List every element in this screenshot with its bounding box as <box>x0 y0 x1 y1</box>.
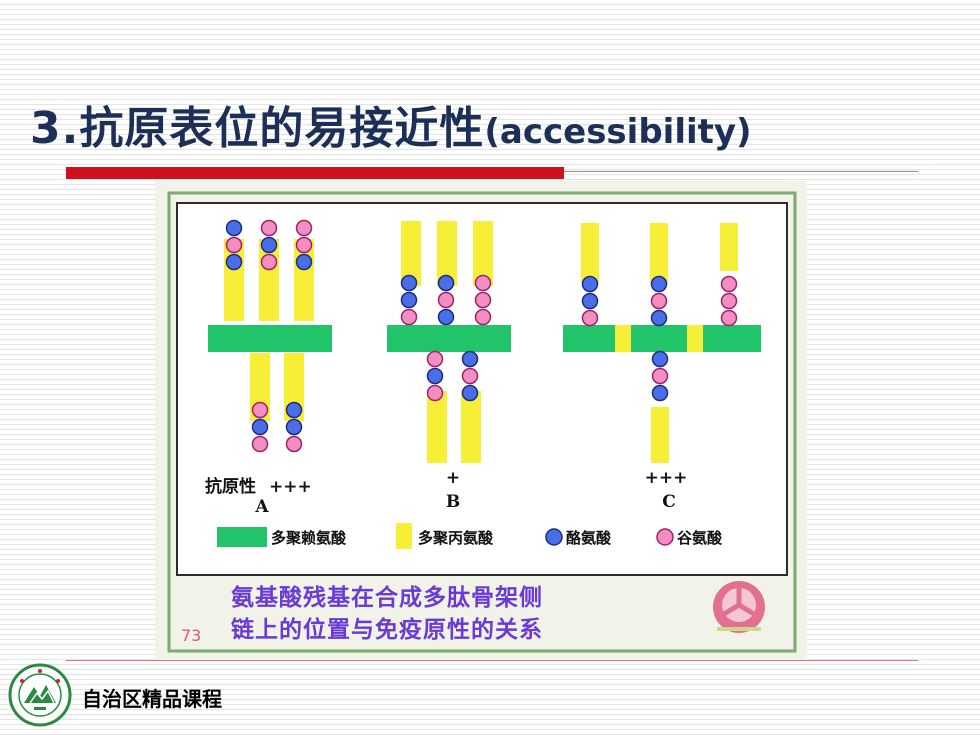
alanine-chain <box>437 221 457 286</box>
title-sub: (accessibility) <box>484 112 752 152</box>
letter-a: A <box>254 497 269 517</box>
caption-line-2: 链上的位置与免疫原性的关系 <box>231 616 543 643</box>
glutamate-residue <box>720 275 738 293</box>
slide-title: 3.抗原表位的易接近性(accessibility) <box>30 92 960 162</box>
panel-a <box>208 219 332 453</box>
publisher-emblem-icon <box>713 581 765 633</box>
glutamate-residue <box>437 291 455 309</box>
glutamate-residue <box>426 350 444 368</box>
alanine-chain <box>650 223 668 283</box>
glutamate-residue <box>720 292 738 310</box>
university-logo-icon <box>8 663 72 727</box>
glutamate-residue <box>474 308 492 326</box>
alanine-chain <box>473 221 493 286</box>
footer-course-label: 自治区精品课程 <box>82 687 222 711</box>
title-underline-bar <box>66 167 564 179</box>
glutamate-residue <box>474 274 492 292</box>
panel-c <box>563 223 761 463</box>
tyrosine-residue <box>260 236 278 254</box>
glutamate-residue <box>651 367 669 385</box>
glutamate-residue <box>251 401 269 419</box>
tyrosine-residue <box>437 274 455 292</box>
legend-label-alanine: 多聚丙氨酸 <box>418 529 494 547</box>
glutamate-residue <box>474 291 492 309</box>
alanine-chain <box>461 391 481 463</box>
tyrosine-residue <box>651 350 669 368</box>
glutamate-residue <box>426 384 444 402</box>
title-main: 3.抗原表位的易接近性 <box>30 103 485 154</box>
alanine-chain <box>651 407 669 463</box>
alanine-chain <box>581 223 599 283</box>
tyrosine-residue <box>650 275 668 293</box>
glutamate-residue <box>461 367 479 385</box>
legend-swatch-glutamate <box>656 528 674 546</box>
glutamate-residue <box>225 236 243 254</box>
rating-a: +++ <box>269 477 312 497</box>
letter-c: C <box>662 492 676 512</box>
legend-label-glutamate: 谷氨酸 <box>677 529 723 547</box>
title-divider <box>564 171 918 172</box>
tyrosine-residue <box>285 401 303 419</box>
footer-divider <box>66 660 918 661</box>
glutamate-residue <box>400 308 418 326</box>
page-number: 73 <box>181 626 201 645</box>
tyrosine-residue <box>225 253 243 271</box>
legend-swatch-alanine <box>396 523 412 549</box>
lysine-backbone <box>208 325 332 352</box>
tyrosine-residue <box>400 291 418 309</box>
antigenicity-label: 抗原性 <box>205 476 256 497</box>
glutamate-residue <box>251 435 269 453</box>
glutamate-residue <box>581 309 599 327</box>
lysine-backbone <box>631 325 687 352</box>
alanine-chain <box>427 391 447 463</box>
tyrosine-residue <box>251 418 269 436</box>
legend-swatch-tyrosine <box>545 528 563 546</box>
lysine-backbone <box>563 325 615 352</box>
tyrosine-residue <box>437 308 455 326</box>
tyrosine-residue <box>400 274 418 292</box>
tyrosine-residue <box>285 418 303 436</box>
alanine-segment <box>615 325 631 352</box>
tyrosine-residue <box>651 384 669 402</box>
lysine-backbone <box>703 325 761 352</box>
alanine-chain <box>401 221 421 286</box>
tyrosine-residue <box>581 275 599 293</box>
alanine-chain <box>720 223 738 271</box>
glutamate-residue <box>650 292 668 310</box>
legend-label-lysine: 多聚赖氨酸 <box>271 529 347 547</box>
tyrosine-residue <box>461 384 479 402</box>
tyrosine-residue <box>426 367 444 385</box>
outer-frame <box>167 191 797 653</box>
glutamate-residue <box>720 309 738 327</box>
glutamate-residue <box>295 219 313 237</box>
tyrosine-residue <box>581 292 599 310</box>
antigen-accessibility-diagram: 抗原性 +++ A + B +++ C 多聚赖氨酸 多聚丙氨酸 酪氨酸 谷氨酸 … <box>155 181 807 660</box>
rating-b: + <box>446 468 460 488</box>
legend-label-tyrosine: 酪氨酸 <box>566 529 612 547</box>
letter-b: B <box>446 492 460 512</box>
tyrosine-residue <box>295 253 313 271</box>
alanine-segment <box>687 325 703 352</box>
lysine-backbone <box>387 325 511 352</box>
glutamate-residue <box>260 219 278 237</box>
legend-swatch-lysine <box>217 527 267 547</box>
glutamate-residue <box>295 236 313 254</box>
glutamate-residue <box>260 253 278 271</box>
tyrosine-residue <box>225 219 243 237</box>
legend: 多聚赖氨酸 多聚丙氨酸 酪氨酸 谷氨酸 <box>217 523 723 549</box>
glutamate-residue <box>285 435 303 453</box>
tyrosine-residue <box>650 309 668 327</box>
caption-line-1: 氨基酸残基在合成多肽骨架侧 <box>231 584 543 611</box>
panel-b <box>387 221 511 463</box>
rating-c: +++ <box>645 468 688 488</box>
tyrosine-residue <box>461 350 479 368</box>
